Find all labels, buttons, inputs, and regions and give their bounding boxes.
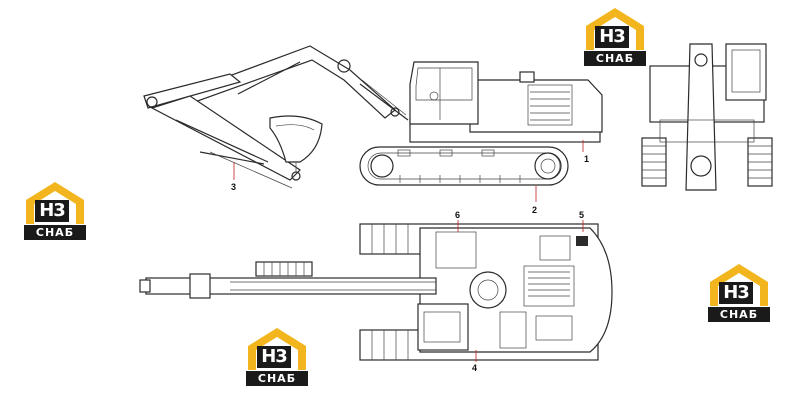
logo-roof-icon xyxy=(248,328,306,370)
side-cab xyxy=(409,61,479,125)
logo-wordmark: СНАБ xyxy=(584,51,646,66)
logo-watermark-top: H3 СНАБ xyxy=(584,6,646,70)
side-cylinders xyxy=(199,61,301,189)
logo-roof-icon xyxy=(586,8,644,50)
logo-roof-icon xyxy=(710,264,768,306)
callout-3-label: 3 xyxy=(231,182,236,192)
logo-wordmark: СНАБ xyxy=(708,307,770,322)
front-view xyxy=(641,43,773,191)
logo-watermark-bottom: H3 СНАБ xyxy=(246,326,308,390)
top-upper-structure xyxy=(417,227,613,353)
logo-monogram: H3 xyxy=(257,346,291,368)
logo-wordmark: СНАБ xyxy=(24,225,86,240)
callouts: 1 2 3 4 5 6 xyxy=(231,140,589,373)
logo-watermark-left: H3 СНАБ xyxy=(24,180,86,244)
side-arm xyxy=(143,73,301,181)
callout-1-label: 1 xyxy=(584,154,589,164)
logo-wordmark: СНАБ xyxy=(246,371,308,386)
side-upper-structure xyxy=(409,71,603,143)
top-view xyxy=(139,223,613,361)
callout-5-label: 5 xyxy=(579,210,584,220)
callout-4-label: 4 xyxy=(472,363,477,373)
side-view xyxy=(143,45,603,189)
side-track xyxy=(359,146,569,186)
callout-2-label: 2 xyxy=(532,205,537,215)
logo-monogram: H3 xyxy=(595,26,629,48)
side-bucket xyxy=(269,115,323,172)
logo-monogram: H3 xyxy=(719,282,753,304)
logo-watermark-right: H3 СНАБ xyxy=(708,262,770,326)
logo-roof-icon xyxy=(26,182,84,224)
logo-monogram: H3 xyxy=(35,200,69,222)
top-boom-arm xyxy=(139,261,437,299)
callout-6-label: 6 xyxy=(455,210,460,220)
